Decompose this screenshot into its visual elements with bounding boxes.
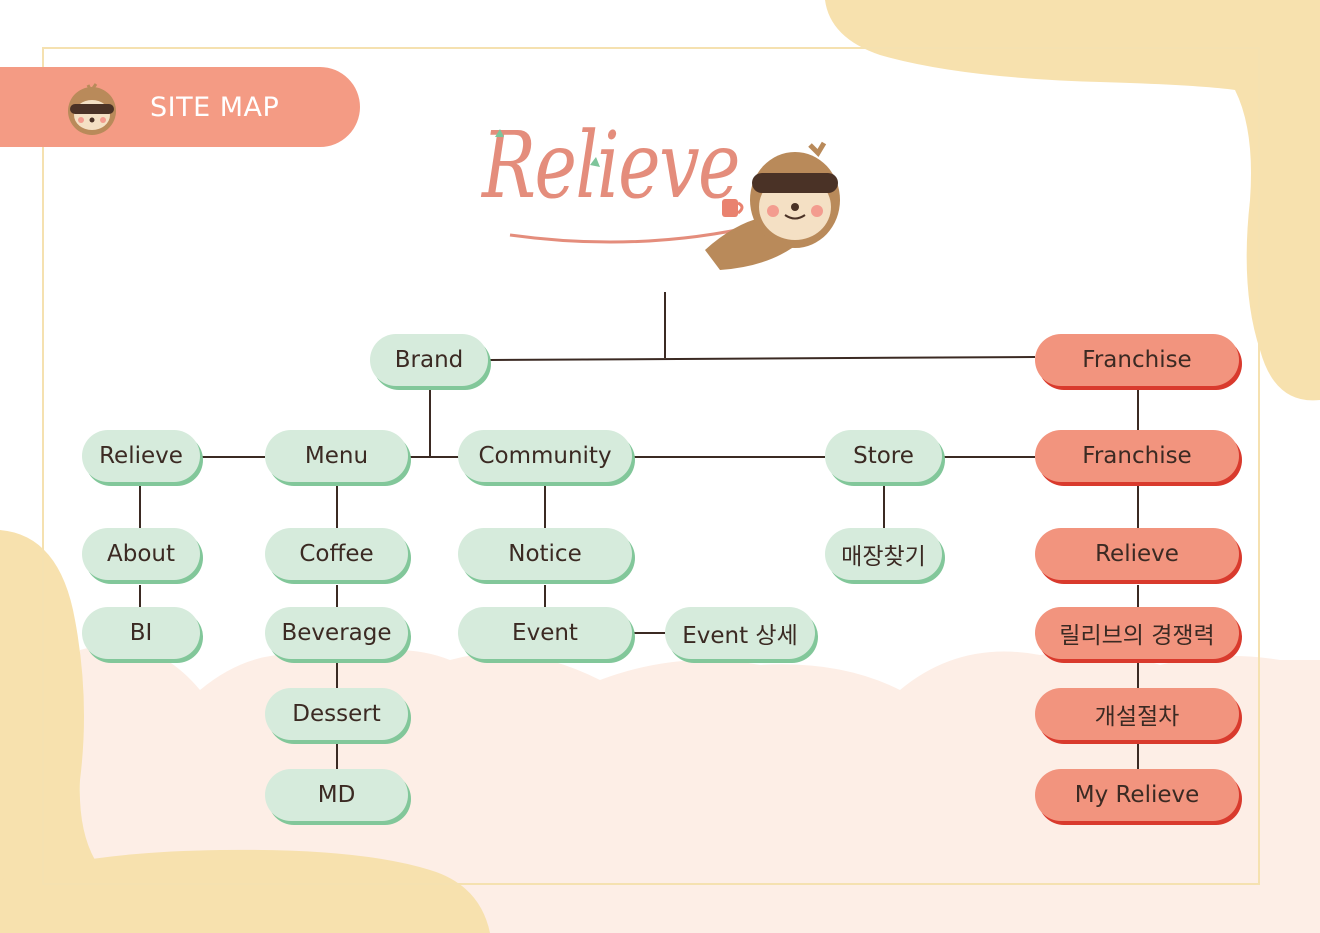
brand-logo-text: Relieve — [482, 112, 741, 219]
node-community[interactable]: Community — [458, 430, 632, 482]
node-my-relieve[interactable]: My Relieve — [1035, 769, 1239, 821]
node-about[interactable]: About — [82, 528, 200, 580]
node-beverage[interactable]: Beverage — [265, 607, 408, 659]
node-franchise-relieve[interactable]: Relieve — [1035, 528, 1239, 580]
node-brand[interactable]: Brand — [370, 334, 488, 386]
node-event[interactable]: Event — [458, 607, 632, 659]
node-opening-process[interactable]: 개설절차 — [1035, 688, 1239, 740]
node-competitiveness[interactable]: 릴리브의 경쟁력 — [1035, 607, 1239, 659]
page-title: SITE MAP — [150, 92, 280, 123]
node-event-detail[interactable]: Event 상세 — [665, 607, 815, 659]
node-franchise-top[interactable]: Franchise — [1035, 334, 1239, 386]
sloth-with-coffee-icon — [495, 129, 840, 270]
sloth-face-icon — [68, 83, 116, 135]
node-notice[interactable]: Notice — [458, 528, 632, 580]
node-find-store[interactable]: 매장찾기 — [825, 528, 942, 580]
node-bi[interactable]: BI — [82, 607, 200, 659]
sand-blob-bottom — [0, 849, 490, 933]
node-coffee[interactable]: Coffee — [265, 528, 408, 580]
node-relieve[interactable]: Relieve — [82, 430, 200, 482]
node-dessert[interactable]: Dessert — [265, 688, 408, 740]
content-frame — [42, 47, 1260, 885]
node-md[interactable]: MD — [265, 769, 408, 821]
sand-blob-left — [0, 530, 95, 933]
node-store[interactable]: Store — [825, 430, 942, 482]
sand-blob-top-right — [825, 0, 1320, 401]
header-banner — [0, 67, 360, 147]
node-franchise[interactable]: Franchise — [1035, 430, 1239, 482]
node-menu[interactable]: Menu — [265, 430, 408, 482]
